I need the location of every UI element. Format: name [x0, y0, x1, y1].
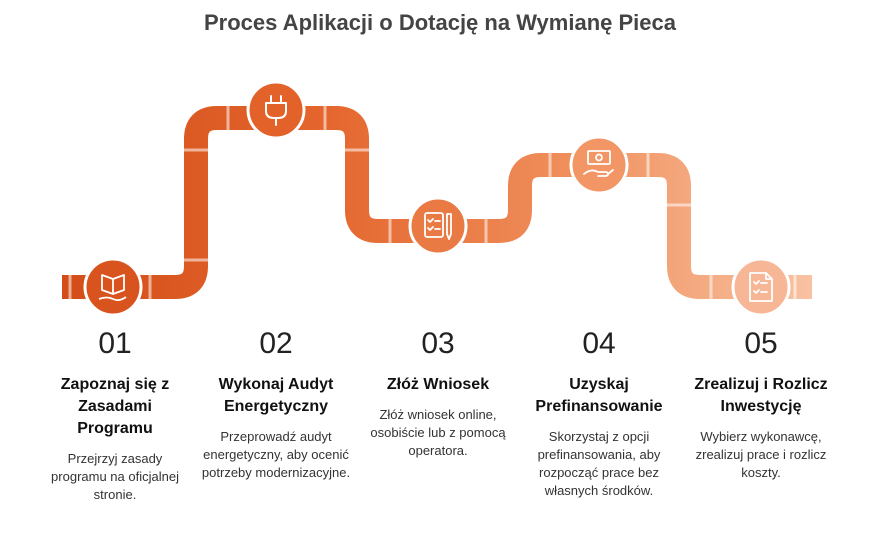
step-number: 04 — [582, 327, 616, 360]
step-description: Złóż wniosek online, osobiście lub z pom… — [370, 407, 506, 458]
step-2: 02 Wykonaj Audyt Energetyczny Przeprowad… — [201, 326, 351, 482]
step-title: Zapoznaj się z Zasadami Programu — [60, 376, 170, 437]
step-4: 04 Uzyskaj Prefinansowanie Skorzystaj z … — [524, 326, 674, 500]
plug-icon — [265, 95, 287, 126]
step-title: Zrealizuj i Rozlicz Inwestycję — [694, 376, 828, 415]
step-number: 03 — [421, 327, 455, 360]
page-title: Proces Aplikacji o Dotację na Wymianę Pi… — [204, 10, 676, 35]
pipe-joints — [68, 103, 797, 302]
step-description: Wybierz wykonawcę, zrealizuj prace i roz… — [695, 429, 827, 480]
money-hand-icon — [583, 150, 614, 177]
step-number: 01 — [98, 327, 132, 360]
pipeline-diagram — [62, 80, 812, 317]
step-description: Przeprowadź audyt energetyczny, aby ocen… — [201, 429, 351, 480]
step5-circle — [731, 257, 791, 317]
step4-node — [569, 135, 629, 195]
step1-node — [83, 257, 143, 317]
step2-circle — [246, 80, 306, 140]
step3-node — [408, 196, 468, 256]
form-pen-icon — [424, 212, 452, 240]
step-title: Wykonaj Audyt Energetyczny — [218, 376, 334, 415]
step2-node — [246, 80, 306, 140]
step-description: Przejrzyj zasady programu na oficjalnej … — [51, 451, 179, 502]
step-description: Skorzystaj z opcji prefinansowania, aby … — [537, 429, 661, 498]
step-title: Złóż Wniosek — [386, 376, 490, 393]
step-3: 03 Złóż Wniosek Złóż wniosek online, oso… — [363, 326, 513, 460]
document-checklist-icon — [749, 272, 773, 302]
step5-node — [731, 257, 791, 317]
step-number: 05 — [744, 327, 778, 360]
step3-circle — [408, 196, 468, 256]
step-5: 05 Zrealizuj i Rozlicz Inwestycję Wybier… — [686, 326, 836, 482]
step-1: 01 Zapoznaj się z Zasadami Programu Prze… — [40, 326, 190, 504]
step4-circle — [569, 135, 629, 195]
open-book-hand-icon — [98, 274, 127, 302]
step-title: Uzyskaj Prefinansowanie — [535, 376, 663, 415]
step-number: 02 — [259, 327, 293, 360]
